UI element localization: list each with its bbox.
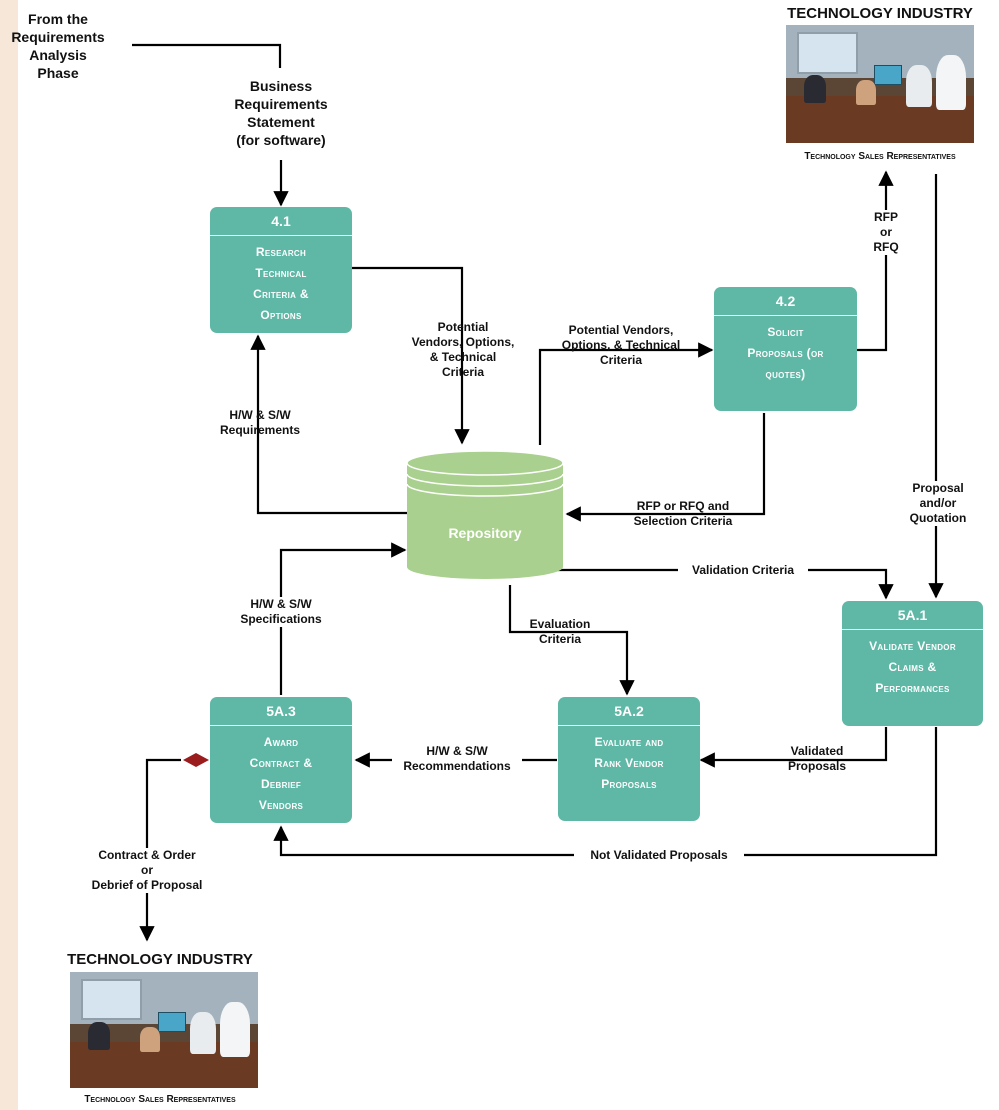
flow-line-42-to-industry xyxy=(857,170,894,352)
flow-label-validation-criteria: Validation Criteria xyxy=(678,563,808,578)
flow-line-validated xyxy=(699,727,888,768)
flow-line-repo-to-42 xyxy=(538,342,714,445)
technology-industry-photo-top xyxy=(786,25,974,143)
flow-line-from-analysis xyxy=(132,43,282,68)
process-number: 4.1 xyxy=(210,207,352,236)
process-number: 5A.3 xyxy=(210,697,352,726)
left-margin-stripe xyxy=(0,0,18,1110)
flow-line-repo-to-41 xyxy=(250,334,408,515)
repository-cylinder xyxy=(406,450,564,579)
decision-diamond xyxy=(183,753,209,767)
flow-line-41-to-repo xyxy=(352,266,470,445)
flow-line-specs xyxy=(279,542,407,695)
flow-line-evaluation xyxy=(508,585,635,696)
external-entity-top-caption: Technology Sales Representatives xyxy=(804,151,956,162)
flow-line-42-to-repo xyxy=(565,413,766,522)
technology-industry-photo-bottom xyxy=(70,972,258,1088)
flow-label-not-validated: Not Validated Proposals xyxy=(574,848,744,863)
process-number: 5A.2 xyxy=(558,697,700,726)
external-entity-bottom-caption: Technology Sales Representatives xyxy=(84,1094,236,1105)
external-entity-top-title: TECHNOLOGY INDUSTRY xyxy=(787,5,973,22)
process-number: 5A.1 xyxy=(842,601,983,630)
external-entity-bottom-title: TECHNOLOGY INDUSTRY xyxy=(67,951,253,968)
flow-line-validation xyxy=(555,568,894,600)
process-number: 4.2 xyxy=(714,287,857,316)
repository-label: Repository xyxy=(448,525,522,541)
